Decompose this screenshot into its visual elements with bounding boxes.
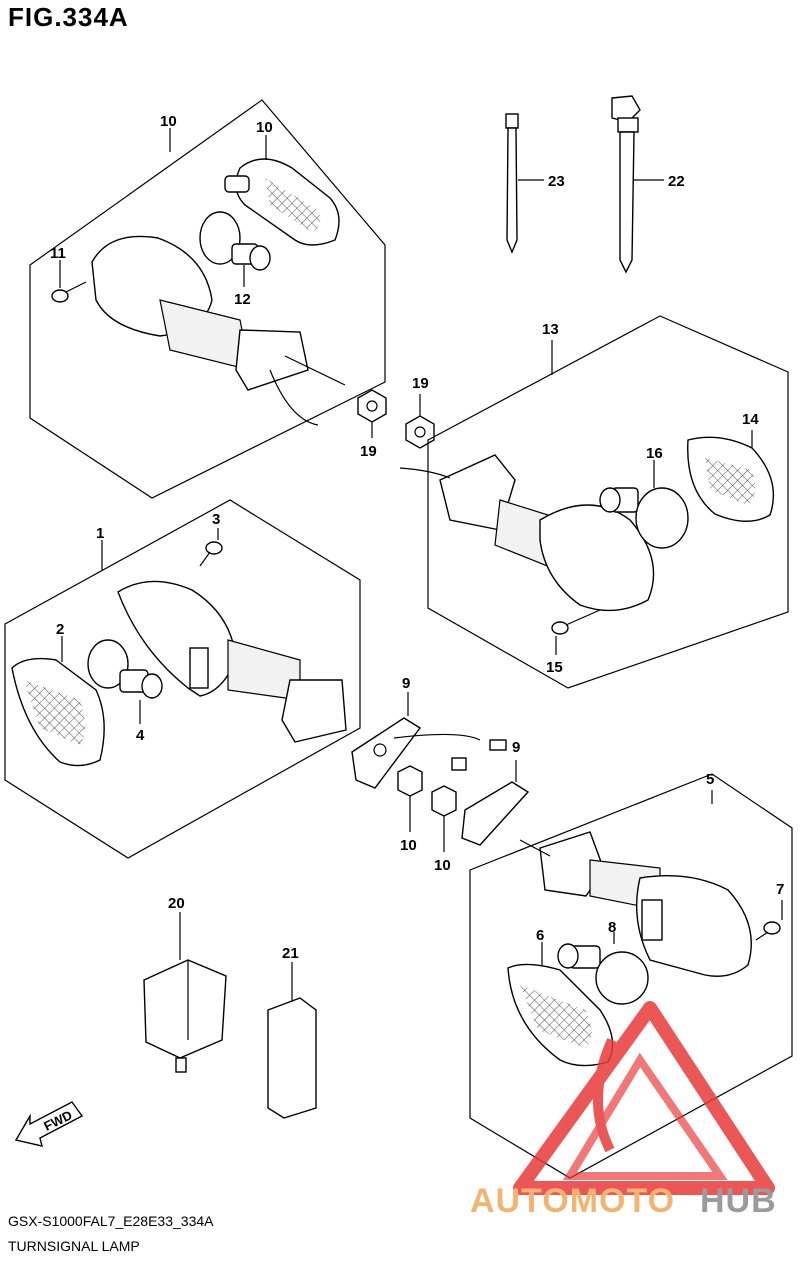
bulb-8 (557, 943, 649, 1005)
nut-10-right (431, 785, 457, 852)
callout-15: 13 (542, 321, 559, 338)
callout-16: 14 (742, 411, 759, 428)
callout-8: 8 (608, 919, 616, 936)
callout-21: 21 (282, 945, 299, 962)
assembly-15 (399, 315, 789, 689)
callout-3: 3 (212, 511, 220, 528)
callout-19-bottom: 19 (360, 443, 377, 460)
figure-name: TURNSIGNAL LAMP (8, 1238, 140, 1254)
label-21 (267, 962, 317, 1119)
callout-5: 5 (706, 771, 714, 788)
callout-6: 6 (536, 927, 544, 944)
assembly-11 (29, 99, 386, 499)
callout-1: 1 (96, 525, 104, 542)
callout-9-left: 9 (402, 675, 410, 692)
gasket-9-left (351, 692, 481, 789)
callout-4: 4 (136, 727, 145, 744)
callout-18: 16 (646, 445, 663, 462)
callout-14: 12 (234, 291, 251, 308)
figure-model-code: GSX-S1000FAL7_E28E33_334A (8, 1213, 214, 1229)
bulb-14 (199, 211, 271, 271)
housing-5 (519, 831, 752, 977)
callout-19-top: 19 (412, 375, 429, 392)
lens-16 (687, 436, 775, 522)
nut-10-left (397, 765, 423, 832)
housing-11 (91, 235, 346, 426)
housing-1 (117, 580, 347, 743)
fwd-label: FWD (41, 1107, 74, 1133)
bulb-18 (599, 487, 689, 549)
watermark-text-primary: AUTOMOTO (470, 1182, 675, 1220)
housing-15 (399, 454, 655, 612)
callout-10-left: 10 (400, 837, 417, 854)
screw-17 (551, 609, 601, 635)
lens-12 (224, 158, 340, 246)
callout-labels: 10 10 11 12 23 22 19 19 13 14 16 15 1 3 … (50, 113, 784, 962)
screw-7 (755, 921, 781, 941)
assembly-5 (469, 773, 793, 1179)
callout-20: 20 (168, 895, 185, 912)
callout-17: 15 (546, 659, 563, 676)
nut-19-right (405, 394, 435, 449)
lens-2 (11, 657, 105, 767)
watermark: AUTOMOTO HUB (470, 1001, 777, 1220)
figure-title: FIG.334A (8, 2, 129, 32)
assembly-1 (4, 499, 361, 859)
cable-tie-23 (505, 113, 544, 254)
nut-19-left (357, 389, 387, 438)
fwd-arrow-icon: FWD (14, 1101, 84, 1147)
callout-23: 23 (548, 173, 565, 190)
relay-20 (143, 912, 227, 1073)
screw-3 (199, 541, 223, 567)
callout-13: 11 (50, 245, 66, 262)
watermark-text-secondary: HUB (700, 1182, 777, 1220)
callout-11: 10 (160, 113, 177, 130)
callout-7: 7 (776, 881, 784, 898)
bulb-4 (87, 639, 163, 699)
screw-13 (51, 281, 87, 303)
callout-2: 2 (56, 621, 64, 638)
gasket-9-right (451, 739, 530, 846)
callout-9-right: 9 (512, 739, 520, 756)
callout-12: 10 (256, 119, 273, 136)
callout-10-right: 10 (434, 857, 451, 874)
cable-tie-22 (611, 95, 664, 274)
watermark-logo-icon (513, 1001, 775, 1195)
callout-22: 22 (668, 173, 685, 190)
